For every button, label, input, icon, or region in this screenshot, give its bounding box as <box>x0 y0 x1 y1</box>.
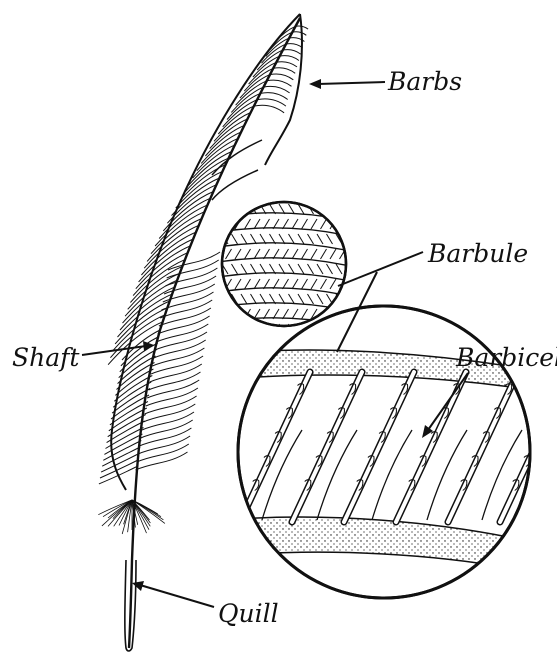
barb-line <box>104 434 142 454</box>
barb-line <box>103 441 141 461</box>
weave-barbule <box>260 324 266 334</box>
barb-line <box>254 105 284 113</box>
weave-barbule <box>222 204 228 214</box>
downy-barbs <box>98 500 165 534</box>
weave-barbule <box>241 204 247 214</box>
weave-barbule <box>235 309 241 319</box>
barb-line <box>168 252 220 270</box>
barb-line <box>280 56 299 61</box>
weave-barbule <box>336 204 342 214</box>
barb-line <box>292 32 306 36</box>
weave-barbule <box>226 219 232 229</box>
barbicel-hook <box>546 408 552 419</box>
weave-barbule <box>340 219 346 229</box>
weave-barbule <box>216 219 222 229</box>
weave-barbule <box>216 309 222 319</box>
weave-barbule <box>327 204 333 214</box>
weave-barbule <box>222 324 228 334</box>
barb-line <box>286 44 303 48</box>
weave-barbule <box>226 309 232 319</box>
barb-line <box>102 447 140 466</box>
barbule-magnified-view <box>216 198 352 334</box>
barbicels-label: Barbicels <box>455 343 557 372</box>
weave-barbule <box>346 294 352 304</box>
shaft-label: Shaft <box>12 343 80 372</box>
barbicel-hook <box>535 432 541 443</box>
weave-barbule <box>216 279 222 289</box>
weave-barbule <box>251 324 257 334</box>
barbule-label: Barbule <box>427 239 528 268</box>
barb-line <box>273 68 295 74</box>
quill-label: Quill <box>218 599 279 628</box>
feather <box>98 14 308 651</box>
weave-barbule <box>346 234 352 244</box>
weave-barbule <box>241 324 247 334</box>
barb-line <box>276 62 297 67</box>
barbs-label: Barbs <box>387 67 462 96</box>
barb-line <box>270 74 293 80</box>
barb-line <box>264 86 290 93</box>
weave-barbule <box>346 204 352 214</box>
weave-barbule <box>232 324 238 334</box>
weave-barbule <box>232 204 238 214</box>
barb-line <box>267 80 292 86</box>
barb-line <box>99 467 137 484</box>
barb-line <box>283 50 301 55</box>
weave-barbule <box>222 294 228 304</box>
